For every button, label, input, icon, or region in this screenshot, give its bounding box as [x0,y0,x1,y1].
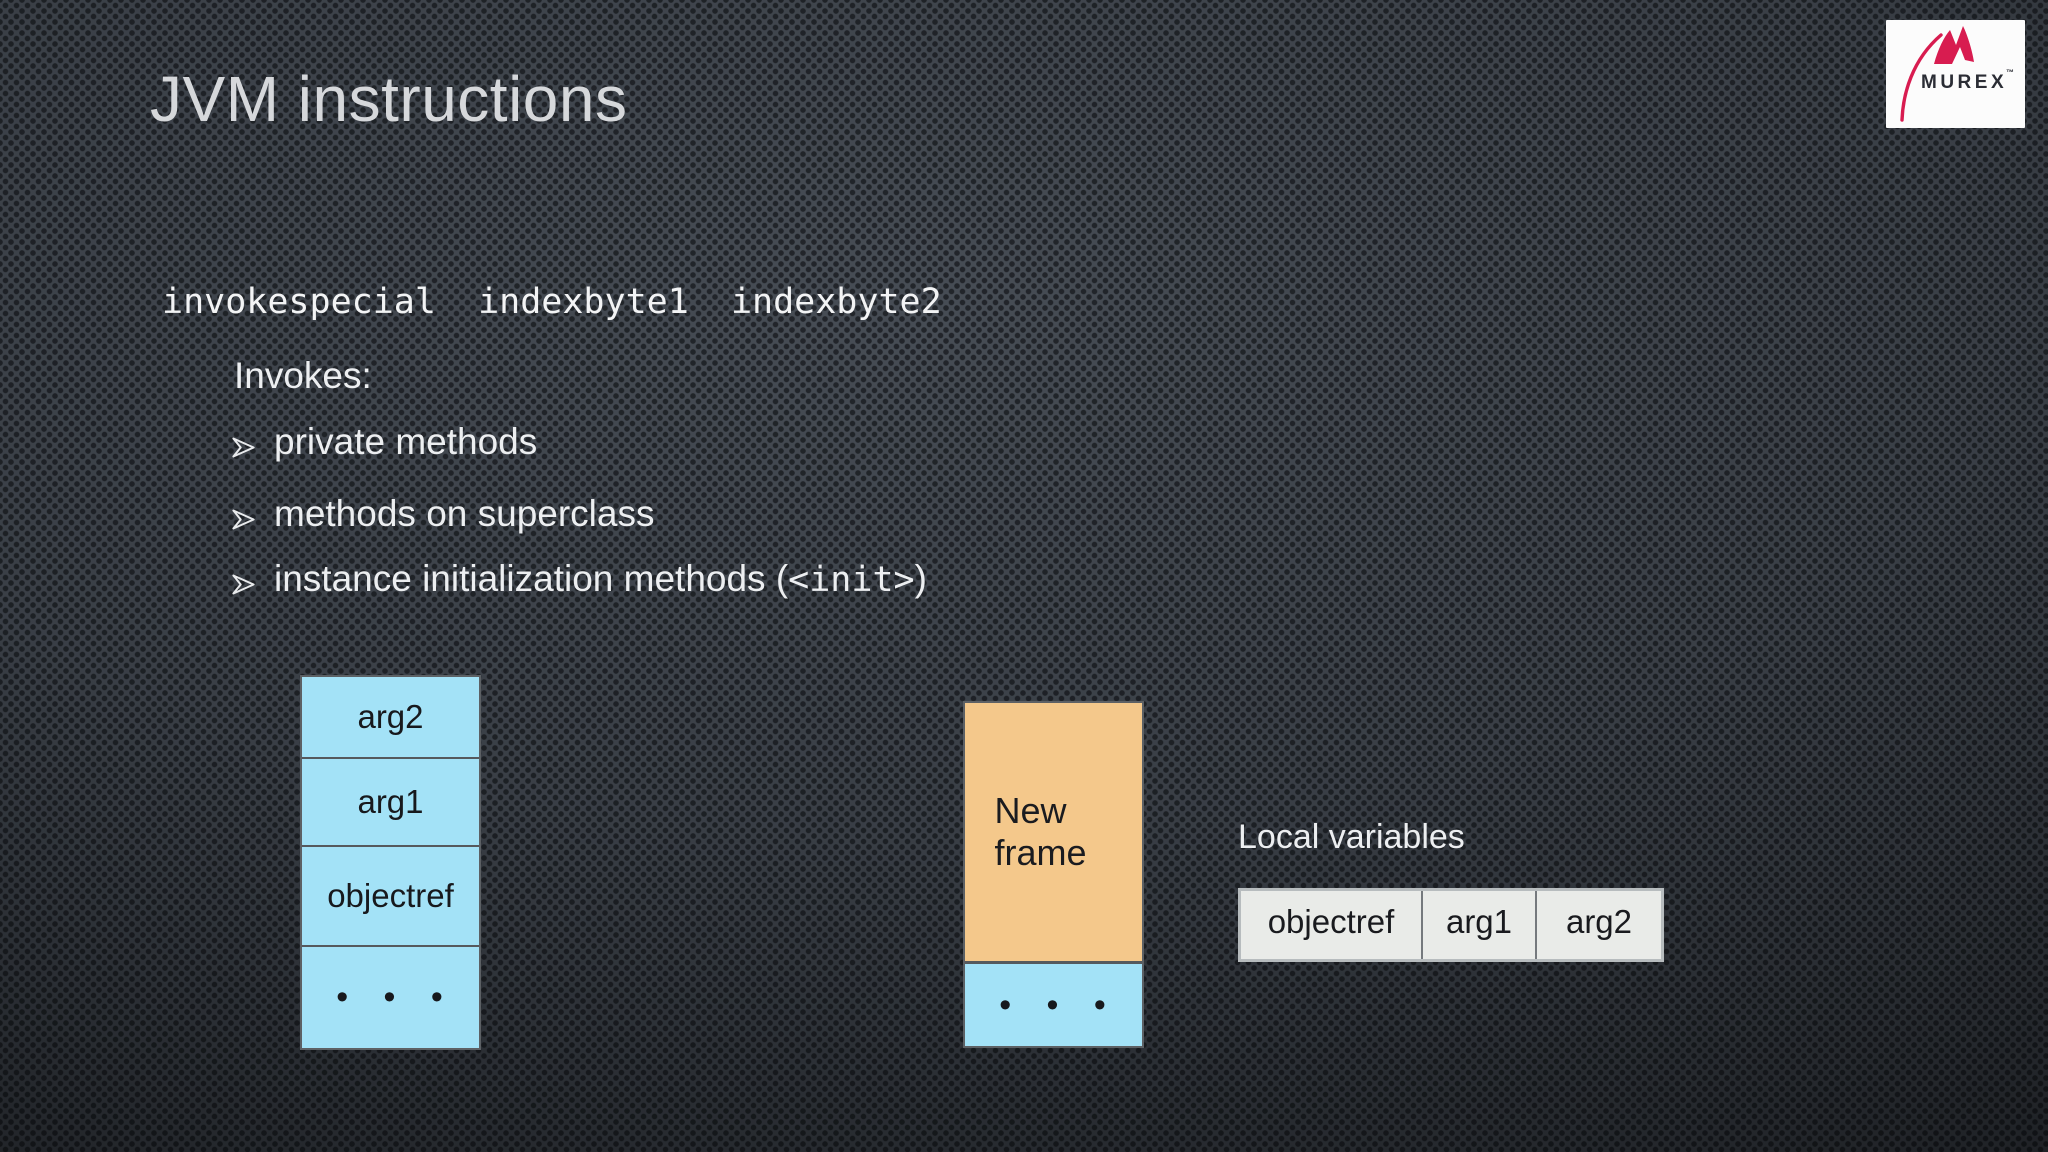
new-frame-label: New frame [994,789,1087,873]
instruction-code-line: invokespecial indexbyte1 indexbyte2 [162,282,942,322]
stack-cell-arg1: arg1 [302,757,479,845]
bullet-instance-init: instance initialization methods (<init>) [230,557,927,608]
lv-cell-arg1: arg1 [1421,891,1535,959]
murex-logo: MUREX ™ [1886,20,2025,128]
bullet-text: methods on superclass [274,493,655,534]
trademark-symbol: ™ [2006,68,2014,77]
stack-cell-ellipsis: • • • [302,945,479,1048]
arrow-bullet-icon [230,499,257,543]
new-frame-cell: New frame [965,703,1142,961]
stack-cell-objectref: objectref [302,845,479,945]
new-frame-stack-ellipsis: • • • [965,961,1142,1046]
lv-cell-arg2: arg2 [1535,891,1661,959]
bullet-text: instance initialization methods (<init>) [274,557,927,601]
bullet-text-after: ) [914,558,927,599]
bullet-private-methods: private methods [230,420,537,471]
invokes-heading: Invokes: [234,355,372,396]
ellipsis-dots: • • • [999,985,1108,1024]
arrow-bullet-icon [230,427,257,471]
bullet-methods-superclass: methods on superclass [230,492,654,543]
init-code-token: <init> [788,560,915,600]
murex-swoosh-icon [1900,26,1974,122]
local-variables-label: Local variables [1238,818,1465,856]
bullet-text: private methods [274,421,538,462]
new-frame-diagram: New frame • • • [963,701,1144,1048]
bullet-text-before: instance initialization methods ( [274,558,789,599]
arrow-bullet-icon [230,564,257,608]
lv-cell-objectref: objectref [1241,891,1421,959]
operand-stack-diagram: arg2 arg1 objectref • • • [300,675,481,1050]
page-title: JVM instructions [150,63,628,135]
local-variables-table: objectref arg1 arg2 [1238,888,1664,962]
murex-wordmark: MUREX [1921,72,2008,93]
stack-cell-arg2: arg2 [302,677,479,757]
